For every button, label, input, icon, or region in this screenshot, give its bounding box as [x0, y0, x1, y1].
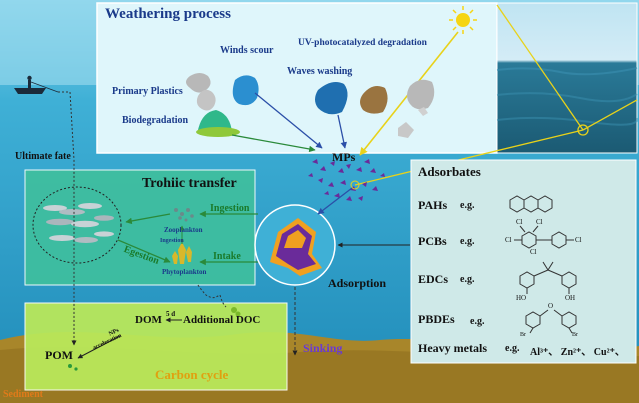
microplastic-particles-icon: [308, 159, 385, 201]
uv-degradation-label: UV-photocatalyzed degradation: [298, 38, 427, 48]
zooplankton-icon: [174, 208, 194, 222]
ultimate-fate-label: Ultimate fate: [15, 151, 71, 162]
pcb-cl-3: Cl: [505, 236, 512, 244]
pcb-cl-2: Cl: [536, 218, 543, 226]
weathering-title: Weathering process: [105, 6, 231, 22]
pbde-br-1: Br: [520, 332, 526, 338]
pahs-label: PAHs: [418, 198, 448, 212]
pcb-cl-4: Cl: [575, 236, 582, 244]
dom-arrow-label: 5 d: [166, 310, 176, 318]
pbde-br-2: Br: [572, 332, 578, 338]
carbon-cycle-title: Carbon cycle: [155, 367, 229, 382]
heavy-metals-label: Heavy metals: [418, 341, 487, 355]
additional-doc-label: Additional DOC: [183, 314, 261, 326]
waves-washing-label: Waves washing: [287, 66, 353, 77]
heavy-metals-eg: e.g.: [505, 343, 520, 354]
pcb-cl-1: Cl: [516, 218, 523, 226]
winds-plastic-piece-icon: [232, 75, 259, 106]
phytoplankton-icon: [172, 242, 192, 264]
heavy-metals-ions: Al³⁺、 Zn²⁺、 Cu²⁺、: [530, 347, 625, 358]
algae-patch-icon: [231, 307, 241, 317]
sediment-label: Sediment: [3, 389, 43, 400]
winds-scour-label: Winds scour: [220, 45, 274, 56]
pah-structure-icon: [509, 195, 553, 213]
pbde-structure-icon: [525, 309, 577, 334]
edc-structure-icon: [519, 261, 577, 294]
edcs-eg: e.g.: [460, 274, 475, 285]
pom-label: POM: [45, 348, 73, 362]
zooplankton-label: Zooplankton: [164, 226, 203, 234]
adsorption-label: Adsorption: [328, 276, 387, 290]
pbde-o: O: [548, 302, 554, 310]
pbdes-eg: e.g.: [470, 316, 485, 327]
pom-particles-icon: [68, 364, 78, 371]
edcs-label: EDCs: [418, 272, 449, 286]
phytoplankton-label: Phytoplankton: [162, 268, 207, 276]
edc-ho: HO: [516, 294, 527, 302]
dom-label: DOM: [135, 314, 162, 326]
adsorbates-title: Adsorbates: [418, 164, 481, 179]
ingestion-label: Ingestion: [210, 203, 250, 214]
primary-plastics-label: Primary Plastics: [112, 86, 183, 97]
brown-plastic-piece-icon: [360, 86, 388, 114]
pbdes-label: PBDEs: [418, 312, 455, 326]
ingestion-small-label: Ingestion: [160, 238, 184, 244]
edc-oh: OH: [565, 294, 576, 302]
waves-plastic-piece-icon: [315, 82, 348, 115]
intake-label: Intake: [213, 251, 241, 262]
fishing-boat-icon: [14, 75, 59, 94]
pcb-structure-icon: [514, 225, 574, 249]
sinking-label: Sinking: [303, 341, 343, 355]
fish-school-icon: [43, 203, 114, 243]
mps-label: MPs: [332, 150, 356, 164]
pcb-cl-5: Cl: [530, 248, 537, 256]
trophic-title: Trohiic transfer: [142, 176, 237, 191]
primary-plastic-piece-icon: [186, 73, 211, 93]
sun-icon: [449, 6, 477, 34]
pcbs-eg: e.g.: [460, 236, 475, 247]
pcbs-label: PCBs: [418, 234, 447, 248]
biodegradation-label: Biodegradation: [122, 115, 189, 126]
pahs-eg: e.g.: [460, 200, 475, 211]
